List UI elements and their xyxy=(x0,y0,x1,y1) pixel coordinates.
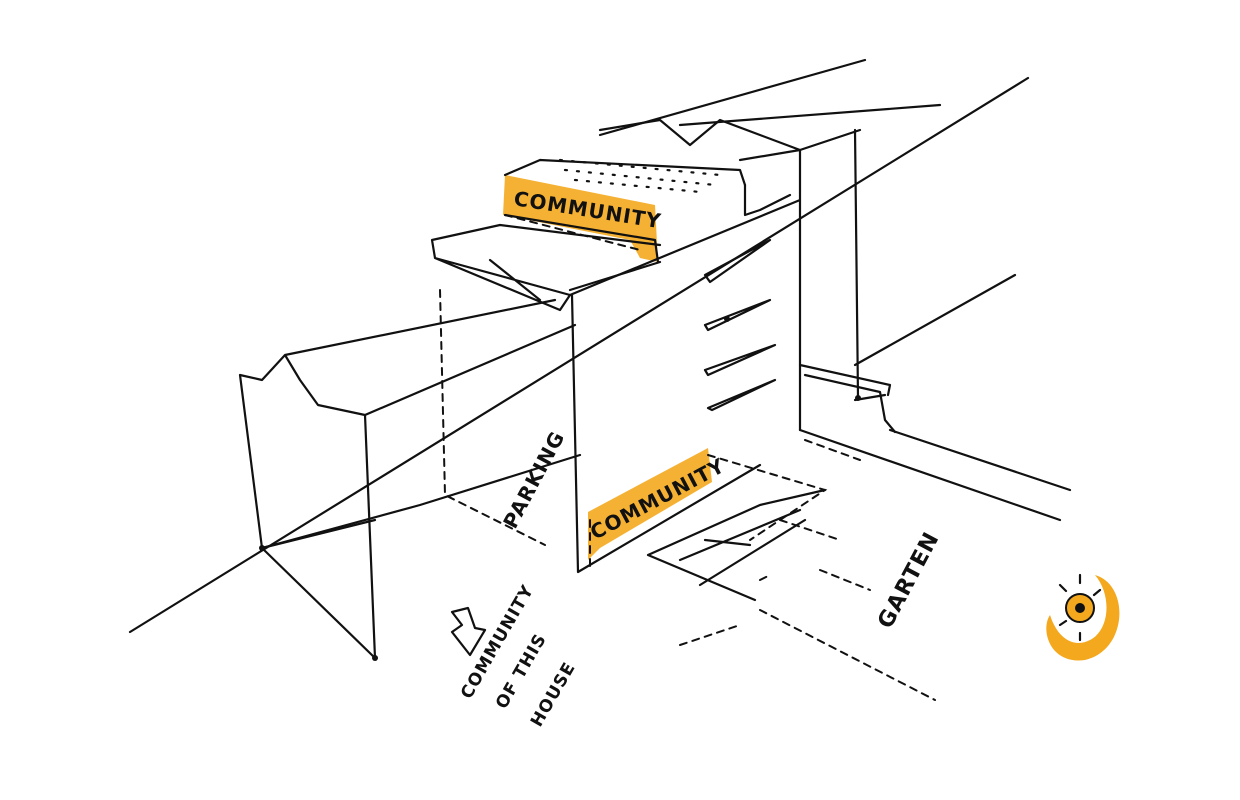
ground-line-main xyxy=(128,76,1030,634)
right-building xyxy=(798,128,897,434)
corner-dot xyxy=(855,395,861,401)
parking-outline xyxy=(439,289,828,573)
label-community-bottom: COMMUNITY xyxy=(586,453,729,544)
corner-dot xyxy=(259,545,265,551)
highlight-community-top xyxy=(503,175,658,262)
label-parking: PARKING xyxy=(498,427,569,533)
down-arrow-icon xyxy=(450,606,487,657)
corner-dot xyxy=(372,655,378,661)
compass-sun-icon xyxy=(1046,573,1120,661)
window-dot xyxy=(724,316,730,322)
street-line-right xyxy=(798,273,1072,522)
windows xyxy=(703,238,777,412)
terrace-dashed-edge xyxy=(504,214,641,251)
garden-steps xyxy=(646,488,827,602)
roof-dots xyxy=(558,158,722,194)
highlight-community-bottom xyxy=(588,448,712,560)
central-tower xyxy=(568,118,802,574)
garden-dashes xyxy=(679,439,936,701)
street-line-back xyxy=(598,58,942,137)
label-garten: GARTEN xyxy=(873,528,945,633)
label-community-house-3: HOUSE xyxy=(527,659,580,731)
